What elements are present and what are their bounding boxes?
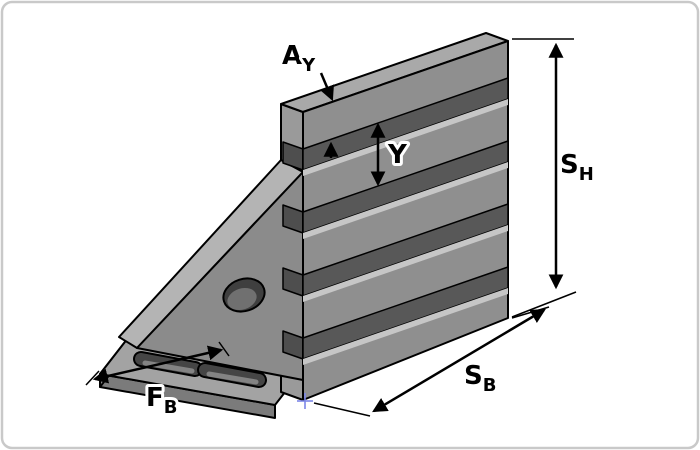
dim-label-fb-main: F (146, 383, 164, 413)
dim-label-fb-sub: B (164, 397, 178, 418)
t-slot-1 (302, 77, 509, 176)
dim-label-ay: AY (282, 41, 316, 76)
dimension-sh: SH (511, 38, 597, 318)
t-slot-2-lip (303, 162, 508, 239)
dim-fb-arrow (92, 345, 224, 384)
dim-sb-ext-left (313, 402, 371, 417)
dim-label-sb: SB (464, 361, 496, 396)
dim-label-sb-main: S (464, 361, 483, 391)
origin-marker-icon (297, 393, 313, 409)
dim-label-ay-sub: Y (301, 55, 316, 76)
gusset-hole-wall (227, 287, 257, 311)
dim-label-y-main: Y (387, 140, 408, 170)
dim-label-sh: SH (560, 150, 594, 185)
dimension-y: Y (370, 122, 411, 187)
dim-fb-ext-right (218, 341, 230, 357)
dim-label-ay-main: A (282, 41, 302, 71)
dim-ay-arrow-down (319, 72, 334, 102)
dim-label-y: Y (387, 140, 408, 170)
dim-label-sh-sub: H (579, 164, 594, 185)
dim-sb-arrow (372, 308, 546, 413)
dim-label-fb: FB (146, 383, 178, 418)
t-slot-2 (302, 140, 509, 239)
dim-label-sh-main: S (560, 150, 579, 180)
dimension-sb: SB (313, 306, 550, 417)
t-slot-1-lip (303, 99, 508, 176)
dimension-fb: FB (85, 341, 230, 421)
t-slot-3-lip (303, 225, 508, 302)
dimension-ay: AY (279, 38, 339, 158)
dim-label-sb-sub: B (483, 375, 497, 396)
t-slot-3 (302, 203, 509, 302)
